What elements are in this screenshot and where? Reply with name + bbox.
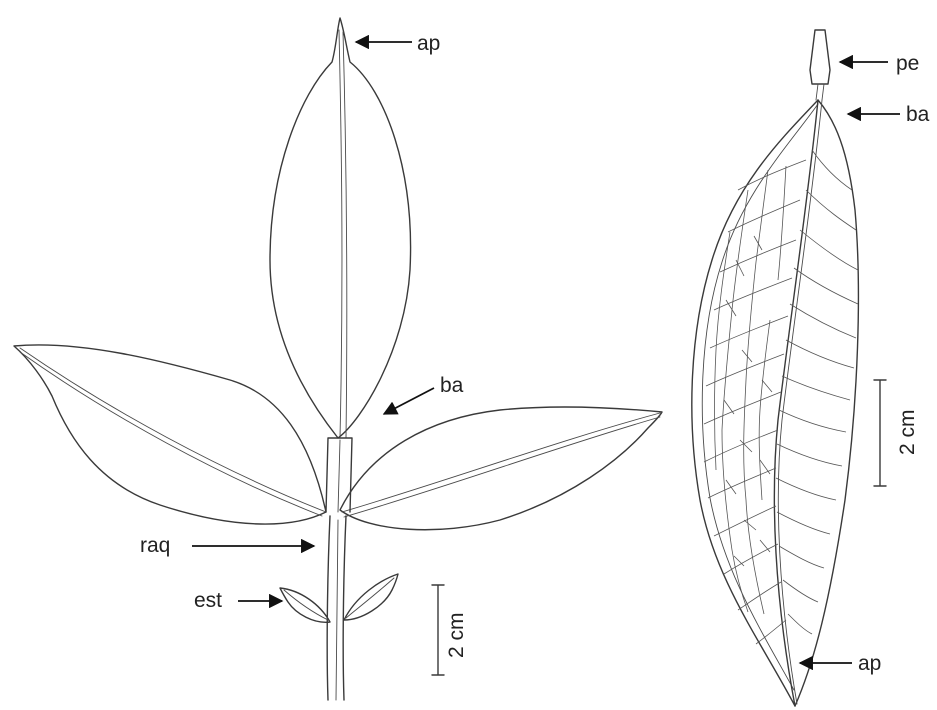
left-leaflet-midrib bbox=[20, 348, 326, 512]
right-leaflet bbox=[340, 407, 662, 530]
petiolule bbox=[810, 30, 830, 84]
terminal-leaflet-midrib bbox=[339, 30, 342, 438]
right-base-label: ba bbox=[906, 103, 930, 126]
right-scale-label: 2 cm bbox=[896, 409, 919, 455]
rachis-label: raq bbox=[140, 534, 170, 557]
left-base-label: ba bbox=[440, 374, 464, 397]
right-apex-label: ap bbox=[858, 652, 881, 675]
stipule-label: est bbox=[194, 589, 222, 612]
right-leaflet-midrib bbox=[342, 413, 660, 512]
petiolule-label: pe bbox=[896, 52, 919, 75]
leaflet-blade bbox=[692, 100, 859, 706]
leaflet-with-venation bbox=[692, 30, 859, 706]
secondary-veins bbox=[776, 150, 858, 634]
left-scale-bar bbox=[432, 585, 444, 675]
left-base-arrow bbox=[384, 388, 434, 414]
compound-leaf bbox=[14, 18, 662, 700]
left-scale-label: 2 cm bbox=[445, 612, 468, 658]
left-apex-label: ap bbox=[417, 32, 440, 55]
reticulate-venation bbox=[704, 160, 806, 644]
right-scale-bar bbox=[874, 380, 886, 486]
left-leaflet bbox=[14, 345, 326, 524]
